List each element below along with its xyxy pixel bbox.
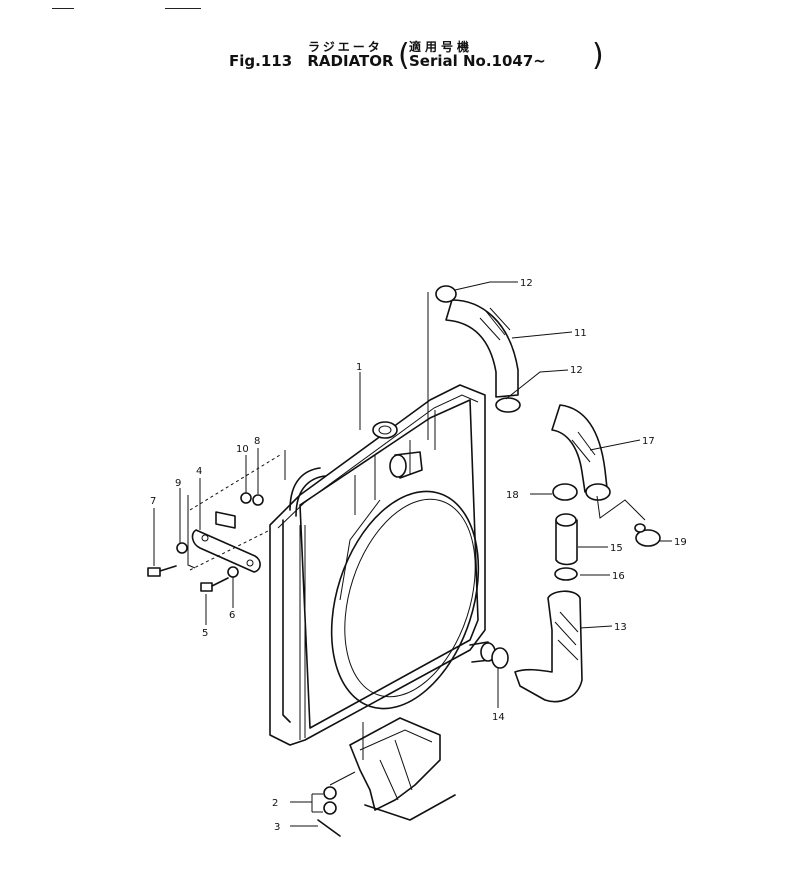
label-10: 10: [236, 444, 249, 455]
label-6: 6: [229, 610, 235, 621]
label-11: 11: [574, 328, 587, 339]
paren-close: ): [592, 38, 604, 73]
figure-title: Fig.113 RADIATOR: [229, 52, 404, 70]
paren-open: (: [398, 38, 410, 73]
leader-lines: [153, 281, 672, 827]
label-2: 2: [272, 798, 278, 809]
header-rule-left: [52, 8, 74, 9]
serial-japanese: 適用号機: [409, 40, 474, 54]
bracket: [349, 717, 456, 821]
stay-bracket: [147, 450, 286, 592]
label-17: 17: [642, 436, 655, 447]
pipe: [555, 513, 578, 566]
upper-hose: [435, 285, 521, 413]
hose-clamps: [491, 523, 661, 669]
label-18: 18: [506, 490, 519, 501]
lower-hose: [514, 567, 583, 703]
label-12-lower: 12: [570, 365, 583, 376]
label-13: 13: [614, 622, 627, 633]
label-9: 9: [175, 478, 181, 489]
figure-number: Fig.113: [229, 52, 293, 70]
serial-range: Serial No.1047~: [409, 52, 546, 70]
header-rule-right: [165, 8, 201, 9]
label-3: 3: [274, 822, 280, 833]
title-japanese: ラジエータ: [308, 40, 383, 54]
lower-hose-upper: [551, 404, 611, 501]
bottom-fasteners: [317, 771, 356, 837]
label-14: 14: [492, 712, 505, 723]
label-7: 7: [150, 496, 156, 507]
label-12-top: 12: [520, 278, 533, 289]
label-4: 4: [196, 466, 202, 477]
label-16: 16: [612, 571, 625, 582]
part-name: RADIATOR: [307, 52, 394, 70]
label-1: 1: [356, 362, 362, 373]
label-15: 15: [610, 543, 623, 554]
label-19: 19: [674, 537, 687, 548]
radiator-assembly: [269, 384, 496, 746]
label-8: 8: [254, 436, 260, 447]
label-5: 5: [202, 628, 208, 639]
